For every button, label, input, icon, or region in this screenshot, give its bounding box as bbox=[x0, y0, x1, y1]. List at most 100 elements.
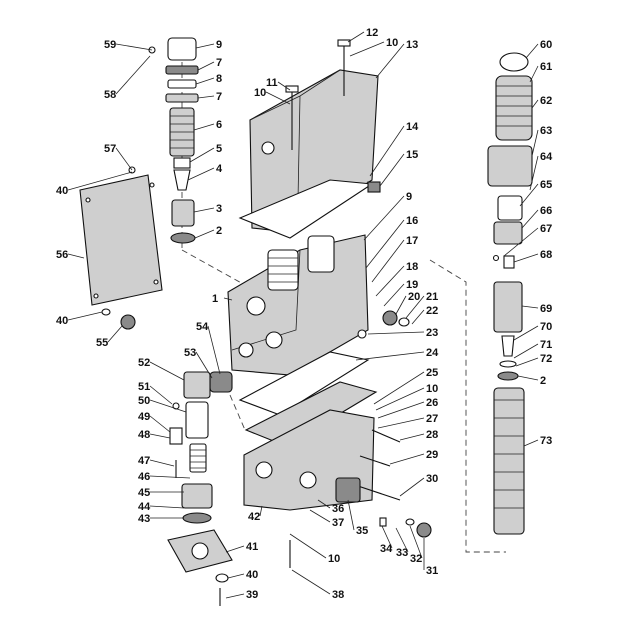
callout-label: 70 bbox=[540, 321, 552, 333]
callout-leader bbox=[521, 305, 539, 309]
ring-72 bbox=[497, 371, 519, 381]
body-port bbox=[238, 342, 254, 358]
callout-leader bbox=[531, 99, 539, 109]
cover-hole bbox=[261, 141, 275, 155]
callout-label: 37 bbox=[332, 517, 344, 529]
callout-leader bbox=[259, 505, 263, 517]
callout-label: 58 bbox=[104, 89, 116, 101]
callout-leader bbox=[149, 475, 191, 479]
callout-leader bbox=[67, 311, 103, 321]
callout-leader bbox=[195, 351, 213, 379]
callout-leader bbox=[193, 123, 215, 131]
callout-leader bbox=[149, 433, 171, 439]
spring-seat bbox=[267, 249, 299, 291]
callout-label: 22 bbox=[426, 305, 438, 317]
callout-label: 7 bbox=[216, 57, 222, 69]
key-34 bbox=[379, 517, 387, 527]
nut-31 bbox=[416, 522, 432, 538]
callout-label: 63 bbox=[540, 125, 552, 137]
callout-label: 2 bbox=[216, 225, 222, 237]
callout-label: 28 bbox=[426, 429, 438, 441]
callout-label: 73 bbox=[540, 435, 552, 447]
callout-leader bbox=[115, 43, 153, 51]
callout-leader bbox=[377, 417, 425, 429]
spring-seat-coils bbox=[268, 257, 298, 283]
callout-label: 66 bbox=[540, 205, 552, 217]
callout-label: 39 bbox=[246, 589, 258, 601]
needle-70 bbox=[501, 335, 515, 357]
gasket-plates bbox=[238, 351, 378, 447]
ring-43 bbox=[182, 512, 212, 524]
callout-label: 49 bbox=[138, 411, 150, 423]
plate-hole bbox=[153, 279, 159, 285]
plug-15 bbox=[367, 181, 381, 193]
callout-label: 8 bbox=[216, 73, 222, 85]
side-plate-56 bbox=[79, 174, 163, 306]
callout-leader bbox=[347, 499, 355, 531]
spring-48 bbox=[169, 427, 183, 445]
callout-leader bbox=[377, 401, 425, 419]
callout-leader bbox=[399, 433, 425, 441]
callout-label: 18 bbox=[406, 261, 418, 273]
bolt-head-11 bbox=[285, 85, 299, 93]
callout-label: 61 bbox=[540, 61, 552, 73]
callout-label: 41 bbox=[246, 541, 258, 553]
callout-leader bbox=[189, 147, 215, 163]
callout-leader bbox=[309, 509, 331, 523]
callout-leader bbox=[409, 525, 423, 559]
plate-hole bbox=[149, 182, 155, 188]
callout-label: 26 bbox=[426, 397, 438, 409]
callout-label: 52 bbox=[138, 357, 150, 369]
callout-label: 5 bbox=[216, 143, 222, 155]
callout-leader bbox=[195, 77, 215, 85]
callout-leader bbox=[355, 351, 425, 361]
callout-leader bbox=[265, 91, 291, 105]
sleeve-66 bbox=[493, 221, 523, 245]
valve-cone-part bbox=[173, 169, 191, 191]
callout-leader bbox=[149, 361, 185, 381]
left-valve-stack bbox=[165, 37, 199, 244]
housing-44 bbox=[181, 483, 213, 509]
callout-label: 42 bbox=[248, 511, 260, 523]
ring-part bbox=[167, 79, 197, 89]
callout-label: 17 bbox=[406, 235, 418, 247]
callout-label: 64 bbox=[540, 151, 553, 163]
callout-leader bbox=[519, 183, 539, 207]
callout-leader bbox=[225, 593, 245, 599]
pin-68 bbox=[503, 255, 515, 269]
callout-label: 9 bbox=[406, 191, 412, 203]
lower-ring-part bbox=[170, 232, 196, 244]
callout-label: 16 bbox=[406, 215, 418, 227]
bolt-head-12 bbox=[337, 39, 351, 47]
callout-label: 33 bbox=[396, 547, 408, 559]
callout-leader bbox=[193, 207, 215, 213]
callout-label: 36 bbox=[332, 503, 344, 515]
nut-55 bbox=[120, 314, 136, 330]
callout-leader bbox=[363, 195, 405, 241]
callout-label: 11 bbox=[266, 77, 278, 89]
washer-32 bbox=[405, 518, 415, 526]
callout-label: 40 bbox=[246, 569, 258, 581]
callout-leader bbox=[149, 385, 173, 405]
callout-leader bbox=[379, 153, 405, 187]
callout-leader bbox=[513, 343, 539, 359]
callout-label: 53 bbox=[184, 347, 196, 359]
washer-40 bbox=[101, 308, 111, 316]
callout-leader bbox=[399, 477, 425, 497]
housing-63 bbox=[487, 145, 533, 187]
callout-leader bbox=[381, 525, 393, 549]
callout-leader bbox=[521, 209, 539, 229]
callout-leader bbox=[523, 439, 539, 447]
callout-label: 34 bbox=[380, 543, 393, 555]
spring-65 bbox=[497, 195, 523, 221]
callout-leader bbox=[375, 43, 405, 79]
callout-label: 48 bbox=[138, 429, 150, 441]
callout-leader bbox=[375, 387, 425, 411]
spool-73 bbox=[493, 387, 525, 535]
callout-leader bbox=[371, 239, 405, 283]
callout-label: 15 bbox=[406, 149, 418, 161]
callout-leader bbox=[373, 371, 425, 405]
callout-label: 31 bbox=[426, 565, 438, 577]
